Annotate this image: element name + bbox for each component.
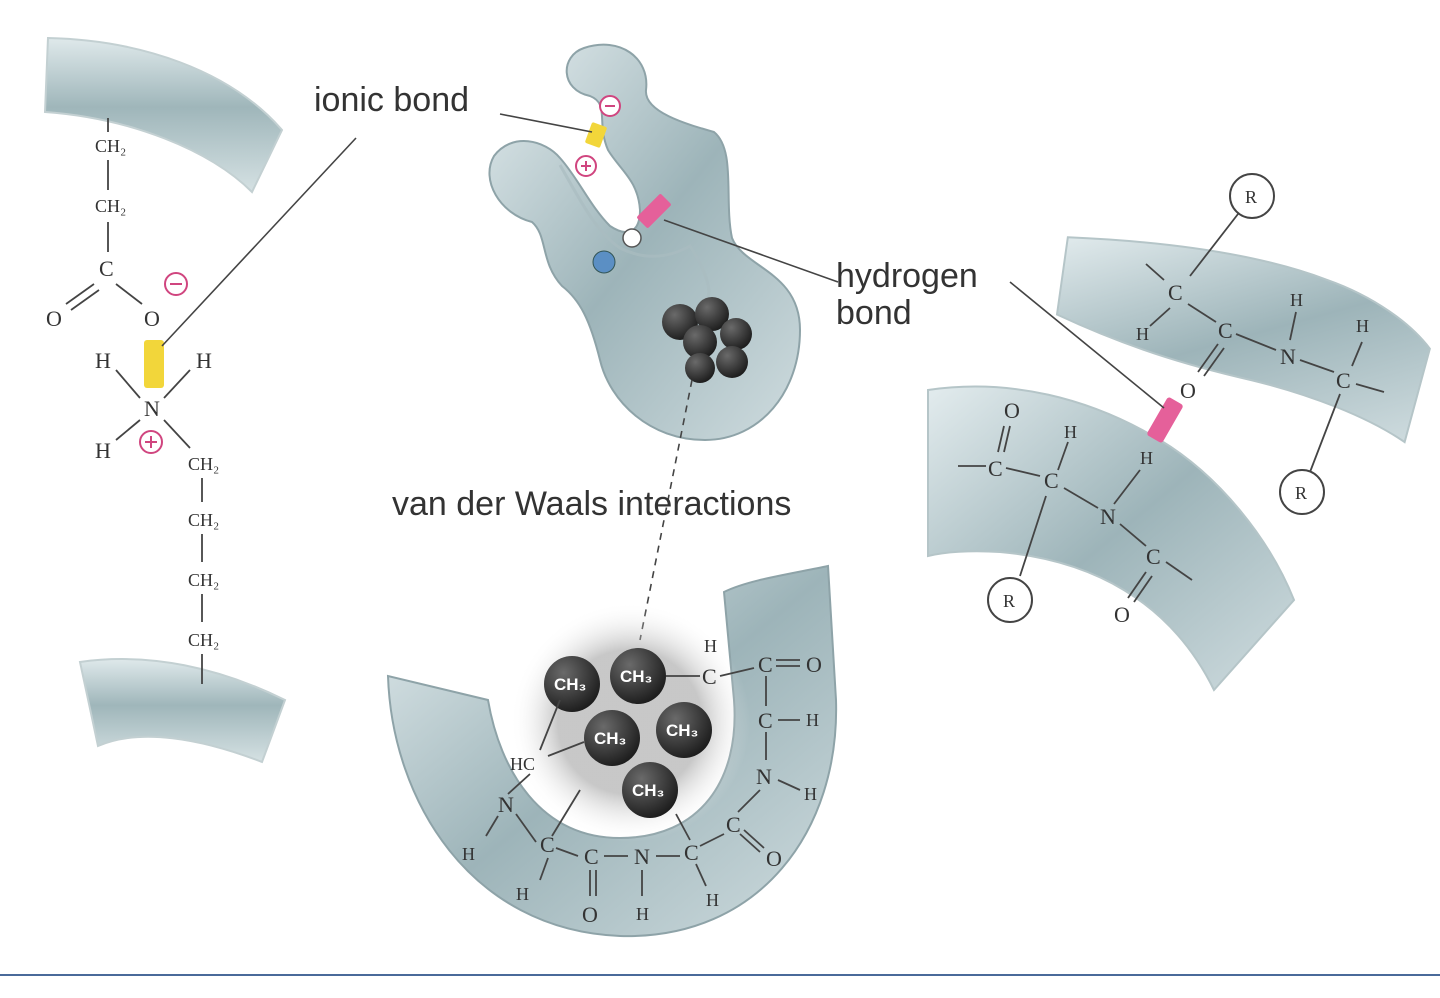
atom-h: H	[95, 348, 111, 373]
folded-protein-panel	[488, 43, 802, 442]
vdw-leader	[639, 379, 693, 641]
hydrogen-bond-leader-2	[1009, 281, 1165, 409]
hydrogen-bond-marker	[637, 194, 671, 228]
atom-c: C	[584, 844, 599, 869]
lower-strand	[927, 385, 1296, 692]
ch3-bead: CH₃	[656, 702, 712, 758]
atom-n: N	[1280, 344, 1296, 369]
atom-o: O	[766, 846, 782, 871]
atom-h: H	[706, 890, 719, 910]
svg-text:R: R	[1003, 591, 1015, 611]
hydrogen-bond-panel: R C H C O N H C H R O C C H N	[927, 173, 1431, 692]
folded-protein-tube	[488, 43, 802, 442]
hydrogen-bond-label-line1: hydrogen	[836, 257, 978, 295]
atom-h: H	[516, 884, 529, 904]
atom-c: C	[1044, 468, 1059, 493]
atom-c: C	[726, 812, 741, 837]
hydrophobic-cluster	[662, 297, 752, 383]
ionic-bond-panel: CH₂ CH₂ C O O H H N H CH₂ CH₂ CH₂ CH₂	[43, 36, 357, 764]
atom-ch2: CH₂	[188, 510, 219, 530]
atom-c: C	[1146, 544, 1161, 569]
atom-o: O	[1004, 398, 1020, 423]
r-group-icon	[1279, 469, 1325, 515]
van-der-waals-panel: CH₃ CH₃ CH₃ CH₃ CH₃ H C C O C H N	[386, 564, 838, 938]
ch3-bead: CH₃	[584, 710, 640, 766]
atom-ch2: CH₂	[95, 136, 126, 156]
hydrogen-bond-label-line2: bond	[836, 294, 912, 333]
atom-c: C	[1168, 280, 1183, 305]
atom-n: N	[498, 792, 514, 817]
ch3-bead: CH₃	[622, 762, 678, 818]
ch3-bead: CH₃	[610, 648, 666, 704]
hydrogen-bond-marker	[1147, 397, 1183, 443]
atom-h: H	[1356, 316, 1369, 336]
atom-h: H	[1140, 448, 1153, 468]
atom-c: C	[99, 256, 114, 281]
svg-text:CH₃: CH₃	[594, 729, 626, 748]
ionic-bond-leader	[161, 137, 357, 347]
atom-h: H	[636, 904, 649, 924]
atom-n: N	[634, 844, 650, 869]
atom-c: C	[988, 456, 1003, 481]
bottom-rule	[0, 974, 1440, 976]
van-der-waals-label: van der Waals interactions	[392, 485, 792, 523]
atom-c: C	[758, 708, 773, 733]
atom-h: H	[1290, 290, 1303, 310]
svg-text:R: R	[1295, 483, 1307, 503]
atom-h: H	[1064, 422, 1077, 442]
atom-o: O	[144, 306, 160, 331]
atom-n: N	[144, 396, 160, 421]
atom-ch2: CH₂	[188, 454, 219, 474]
atom-h: H	[704, 636, 717, 656]
atom-n: N	[1100, 504, 1116, 529]
atom-o: O	[1114, 602, 1130, 627]
atom-n: N	[756, 764, 772, 789]
svg-text:R: R	[1245, 187, 1257, 207]
atom-h: H	[804, 784, 817, 804]
atom-h: H	[95, 438, 111, 463]
svg-text:CH₃: CH₃	[554, 675, 586, 694]
atom-o: O	[806, 652, 822, 677]
atom-c: C	[1336, 368, 1351, 393]
ionic-bond-marker	[585, 122, 607, 148]
atom-o: O	[1180, 378, 1196, 403]
atom-hc: HC	[510, 754, 535, 774]
ionic-bond-leader-2	[499, 113, 593, 133]
svg-text:CH₃: CH₃	[620, 667, 652, 686]
atom-c: C	[684, 840, 699, 865]
atom-h: H	[196, 348, 212, 373]
upper-backbone	[43, 36, 284, 194]
atom-ch2: CH₂	[188, 630, 219, 650]
atom-c: C	[758, 652, 773, 677]
svg-text:CH₃: CH₃	[666, 721, 698, 740]
upper-strand	[1055, 236, 1431, 444]
atom-ch2: CH₂	[188, 570, 219, 590]
atom-h: H	[806, 710, 819, 730]
hydrogen-bond-leader	[663, 219, 839, 283]
atom-h: H	[1136, 324, 1149, 344]
atom-ch2: CH₂	[95, 196, 126, 216]
atom-c: C	[702, 664, 717, 689]
atom-c: C	[540, 832, 555, 857]
ch3-bead: CH₃	[544, 656, 600, 712]
atom-o: O	[46, 306, 62, 331]
lower-backbone	[78, 658, 287, 764]
atom-o: O	[582, 902, 598, 927]
hydrogen-bond-label: hydrogen bond	[836, 257, 978, 333]
atom-c: C	[1218, 318, 1233, 343]
ionic-bond-label: ionic bond	[314, 81, 470, 119]
r-group-icon	[987, 577, 1033, 623]
ionic-bond-marker	[144, 340, 164, 388]
r-group-icon	[1229, 173, 1275, 219]
svg-text:CH₃: CH₃	[632, 781, 664, 800]
atom-h: H	[462, 844, 475, 864]
